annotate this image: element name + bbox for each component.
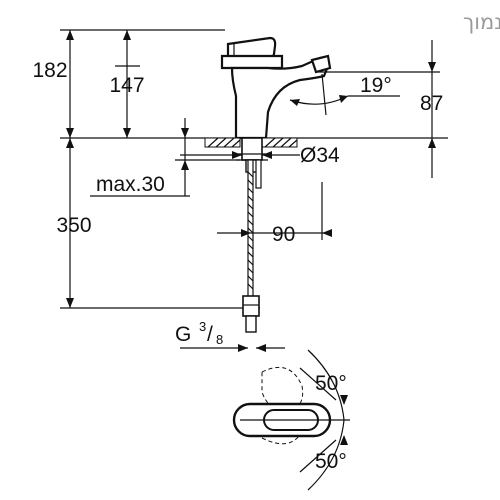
dim-90-label: 90 [272, 223, 295, 246]
outlet-angle-marker [289, 73, 400, 116]
thread-prefix-label: G [175, 323, 191, 346]
dim-19-label: 19° [360, 74, 392, 97]
dim-max30-label: max.30 [96, 173, 165, 196]
dim-d34-line [180, 151, 300, 159]
dim-87-label: 87 [420, 92, 443, 115]
thread-denominator-label: 8 [216, 332, 223, 347]
lever-top-view [232, 349, 350, 491]
thread-numerator-label: 3 [199, 319, 206, 334]
thread-dim-line [180, 344, 285, 352]
dim-d34-label: Ø34 [300, 144, 340, 167]
dim-147-label: 147 [109, 74, 144, 97]
dim-182-label: 182 [32, 59, 67, 82]
dim-350-line [66, 138, 74, 308]
dim-182-line [66, 30, 74, 138]
dim-350-label: 350 [56, 214, 91, 237]
dim-147-line [123, 30, 131, 138]
faucet-body [220, 36, 332, 140]
dim-90-line [217, 182, 332, 240]
lever-angle-top-label: 50° [315, 372, 347, 395]
mounting-assembly [204, 137, 298, 333]
watermark-text: מחיר סופי - כי המחיר שלנו הכי נמוך [463, 10, 500, 34]
dim-87-line [316, 40, 440, 178]
thread-slash: / [207, 323, 213, 346]
lever-angle-bottom-label: 50° [315, 450, 347, 473]
dim-max30-line [90, 118, 190, 197]
